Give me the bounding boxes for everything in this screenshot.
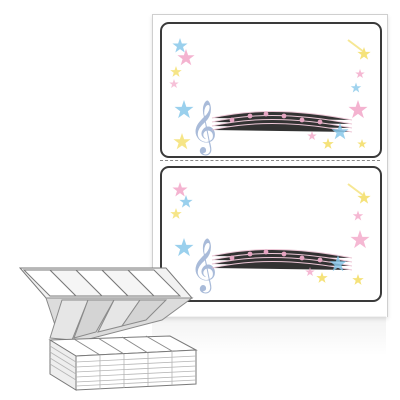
treble-clef-icon: 𝄞 (190, 99, 217, 155)
music-stars-artwork: 𝄞 (169, 38, 371, 155)
treble-clef-icon: 𝄞 (190, 237, 217, 293)
music-stars-artwork: 𝄞 (170, 182, 371, 293)
label-card-2: 𝄞 (160, 166, 382, 302)
perforation-line (160, 160, 380, 162)
label-card-1: 𝄞 (160, 22, 382, 158)
